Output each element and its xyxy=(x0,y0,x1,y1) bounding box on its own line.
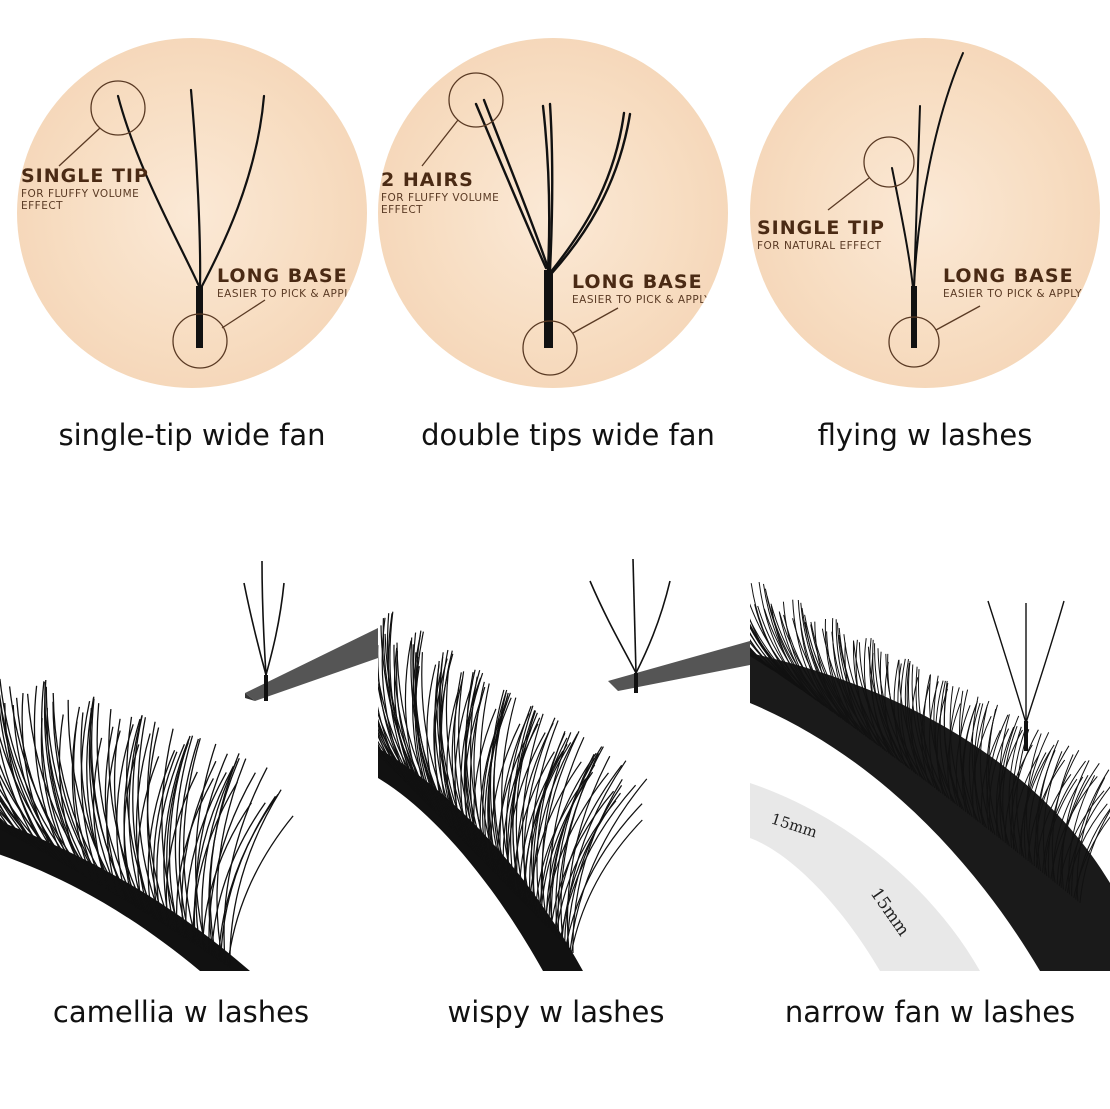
diagram-double-tips-wide-fan: 2 HAIRS FOR FLUFFY VOLUME EFFECT LONG BA… xyxy=(378,38,728,388)
base-title: LONG BASE xyxy=(217,265,348,287)
lash-strip-wispy xyxy=(378,558,750,971)
sample-lash-icon xyxy=(589,558,671,674)
long-base-label: LONG BASE EASIER TO PICK & APPLY xyxy=(572,271,712,306)
tip-subtitle: FOR FLUFFY VOLUME xyxy=(381,191,500,204)
tip-subtitle: FOR FLUFFY VOLUME xyxy=(21,187,140,200)
photo-narrow-fan-w-lashes: 15mm 15mm xyxy=(750,553,1110,971)
base-subtitle: EASIER TO PICK & APPLY xyxy=(217,287,357,300)
diagram-single-tip-wide-fan: SINGLE TIP FOR FLUFFY VOLUME EFFECT LONG… xyxy=(17,38,367,388)
tip-title: 2 HAIRS xyxy=(381,169,474,191)
long-base-label: LONG BASE EASIER TO PICK & APPLY xyxy=(943,265,1083,300)
photo-wispy-w-lashes xyxy=(378,553,750,971)
two-hairs-label: 2 HAIRS FOR FLUFFY VOLUME EFFECT xyxy=(381,169,500,216)
tip-subtitle: FOR NATURAL EFFECT xyxy=(757,239,882,252)
single-tip-label: SINGLE TIP FOR FLUFFY VOLUME EFFECT xyxy=(21,165,149,212)
caption-wispy-w-lashes: wispy w lashes xyxy=(447,995,665,1029)
base-subtitle: EASIER TO PICK & APPLY xyxy=(943,287,1083,300)
sample-lash-icon xyxy=(987,600,1065,724)
lash-illustration-double-tips xyxy=(421,72,632,376)
caption-flying-w-lashes: flying w lashes xyxy=(817,418,1033,452)
tip-title: SINGLE TIP xyxy=(757,217,885,239)
diagram-flying-w-lashes: SINGLE TIP FOR NATURAL EFFECT LONG BASE … xyxy=(750,38,1100,388)
base-title: LONG BASE xyxy=(572,271,703,293)
lash-illustration-single-tip xyxy=(58,80,266,369)
caption-narrow-fan-w-lashes: narrow fan w lashes xyxy=(784,995,1076,1029)
lash-illustration-flying xyxy=(827,52,981,368)
caption-camellia-w-lashes: camellia w lashes xyxy=(52,995,310,1029)
lash-strip-camellia xyxy=(0,560,378,971)
sample-lash-icon xyxy=(243,560,285,676)
single-tip-label: SINGLE TIP FOR NATURAL EFFECT xyxy=(757,217,885,252)
base-title: LONG BASE xyxy=(943,265,1074,287)
lash-strip-narrow-fan: 15mm 15mm xyxy=(750,582,1110,971)
long-base-label: LONG BASE EASIER TO PICK & APPLY xyxy=(217,265,357,300)
base-subtitle: EASIER TO PICK & APPLY xyxy=(572,293,712,306)
tip-subtitle-2: EFFECT xyxy=(381,203,424,216)
tip-subtitle-2: EFFECT xyxy=(21,199,64,212)
photo-camellia-w-lashes xyxy=(0,553,378,971)
tip-title: SINGLE TIP xyxy=(21,165,149,187)
caption-double-tips-wide-fan: double tips wide fan xyxy=(421,418,715,452)
caption-single-tip-wide-fan: single-tip wide fan xyxy=(58,418,326,452)
